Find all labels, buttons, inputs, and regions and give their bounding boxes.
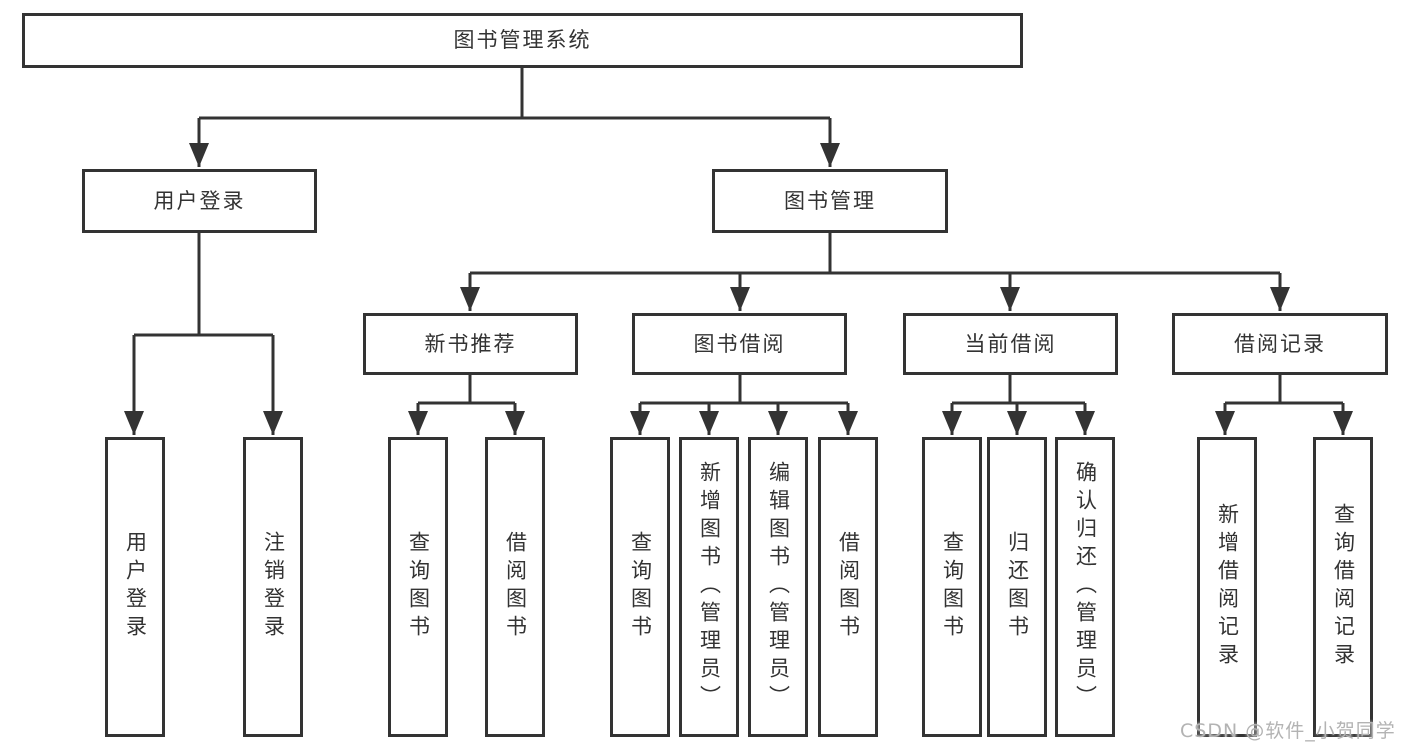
leaf-return-books: 归还图书 (987, 437, 1047, 737)
node-label: 图书管理 (784, 188, 876, 213)
csdn-watermark: CSDN @软件_小贺同学 (1180, 720, 1396, 742)
leaf-logout-login: 注销登录 (243, 437, 303, 737)
node-label: 编辑图书（管理员） (766, 461, 791, 713)
leaf-query-borrow-record: 查询借阅记录 (1313, 437, 1373, 737)
node-label: 借阅图书 (503, 531, 528, 643)
node-label: 新书推荐 (424, 331, 517, 356)
node-label: 图书管理系统 (453, 28, 592, 52)
node-book-borrowing: 图书借阅 (632, 313, 847, 375)
leaf-edit-books-admin: 编辑图书（管理员） (748, 437, 808, 737)
leaf-confirm-return-admin: 确认归还（管理员） (1055, 437, 1115, 737)
leaf-user-login: 用户登录 (105, 437, 165, 737)
node-label: 查询图书 (406, 531, 431, 643)
node-label: 用户登录 (153, 188, 246, 213)
leaf-query-books-current: 查询图书 (922, 437, 982, 737)
node-label: 新增图书（管理员） (697, 461, 722, 713)
node-label: 查询图书 (940, 531, 965, 643)
node-label: 查询图书 (628, 531, 653, 643)
node-library-management-system: 图书管理系统 (22, 13, 1023, 68)
node-label: 归还图书 (1005, 531, 1030, 643)
leaf-add-borrow-record: 新增借阅记录 (1197, 437, 1257, 737)
node-new-book-recommend: 新书推荐 (363, 313, 578, 375)
node-label: 注销登录 (261, 531, 286, 643)
node-current-borrowing: 当前借阅 (903, 313, 1118, 375)
node-label: 图书借阅 (693, 331, 786, 356)
node-label: 借阅记录 (1234, 331, 1326, 356)
node-label: 用户登录 (123, 531, 148, 643)
node-label: 当前借阅 (964, 331, 1057, 356)
node-label: 新增借阅记录 (1215, 503, 1240, 671)
leaf-add-books-admin: 新增图书（管理员） (679, 437, 739, 737)
leaf-borrow-books-recommend: 借阅图书 (485, 437, 545, 737)
leaf-query-books-recommend: 查询图书 (388, 437, 448, 737)
node-label: 查询借阅记录 (1331, 503, 1356, 671)
leaf-borrow-books: 借阅图书 (818, 437, 878, 737)
leaf-query-books-borrowing: 查询图书 (610, 437, 670, 737)
node-user-login: 用户登录 (82, 169, 317, 233)
node-label: 确认归还（管理员） (1073, 461, 1098, 713)
node-borrowing-records: 借阅记录 (1172, 313, 1388, 375)
node-book-management: 图书管理 (712, 169, 948, 233)
node-label: 借阅图书 (836, 531, 861, 643)
